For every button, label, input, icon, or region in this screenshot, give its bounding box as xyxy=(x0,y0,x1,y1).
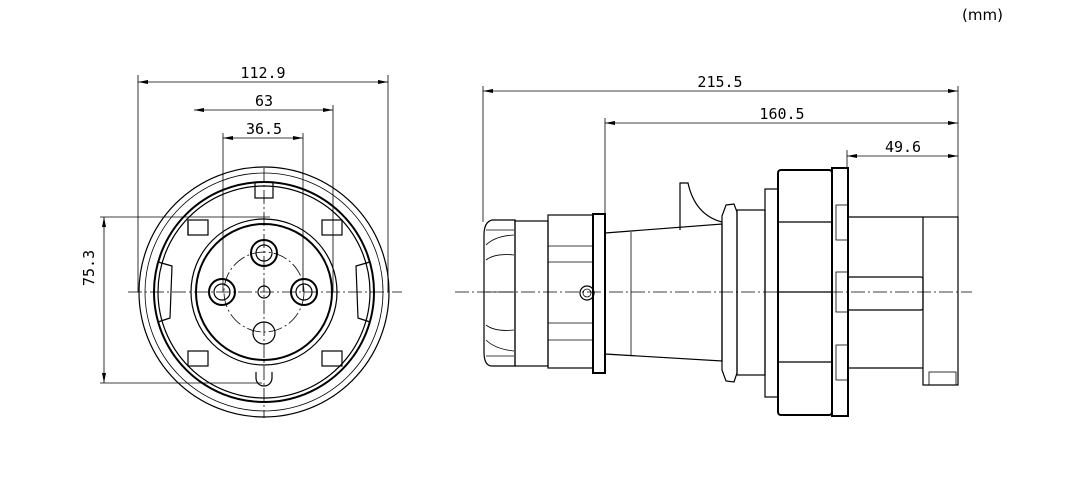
side-view: 215.5 160.5 49.6 xyxy=(455,73,972,417)
plug-front xyxy=(922,216,959,386)
dim-outer-diameter: 112.9 xyxy=(240,64,285,82)
body-ring xyxy=(547,214,594,369)
unit-label: (mm) xyxy=(962,6,1003,24)
gland-body xyxy=(514,220,549,367)
outer-ring-inner xyxy=(144,172,384,412)
keying-tabs xyxy=(157,181,371,387)
outer-ring xyxy=(138,166,390,418)
locking-ring xyxy=(764,188,779,398)
screw-icon xyxy=(579,285,595,301)
earth-pin xyxy=(847,276,924,311)
dim-total-length: 215.5 xyxy=(697,73,742,91)
dim-pin-spacing: 36.5 xyxy=(246,120,282,138)
cap-ribs xyxy=(485,229,515,357)
cable-gland-cap xyxy=(483,219,516,367)
front-view: 112.9 63 36.5 75.3 xyxy=(80,64,402,418)
collar xyxy=(721,203,738,383)
body-flange xyxy=(592,213,606,374)
pin-sockets xyxy=(208,239,318,345)
pitch-circle xyxy=(223,251,305,333)
face-inner xyxy=(195,223,333,361)
handle-cone xyxy=(604,223,723,362)
dim-length-from-flange: 160.5 xyxy=(759,105,804,123)
latch xyxy=(679,182,723,230)
dim-height: 75.3 xyxy=(80,250,98,286)
dim-inner-width: 63 xyxy=(255,92,273,110)
housing-inner xyxy=(157,185,371,399)
dim-pin-length: 49.6 xyxy=(885,138,921,156)
neck xyxy=(736,209,766,376)
face-outer xyxy=(190,218,338,366)
